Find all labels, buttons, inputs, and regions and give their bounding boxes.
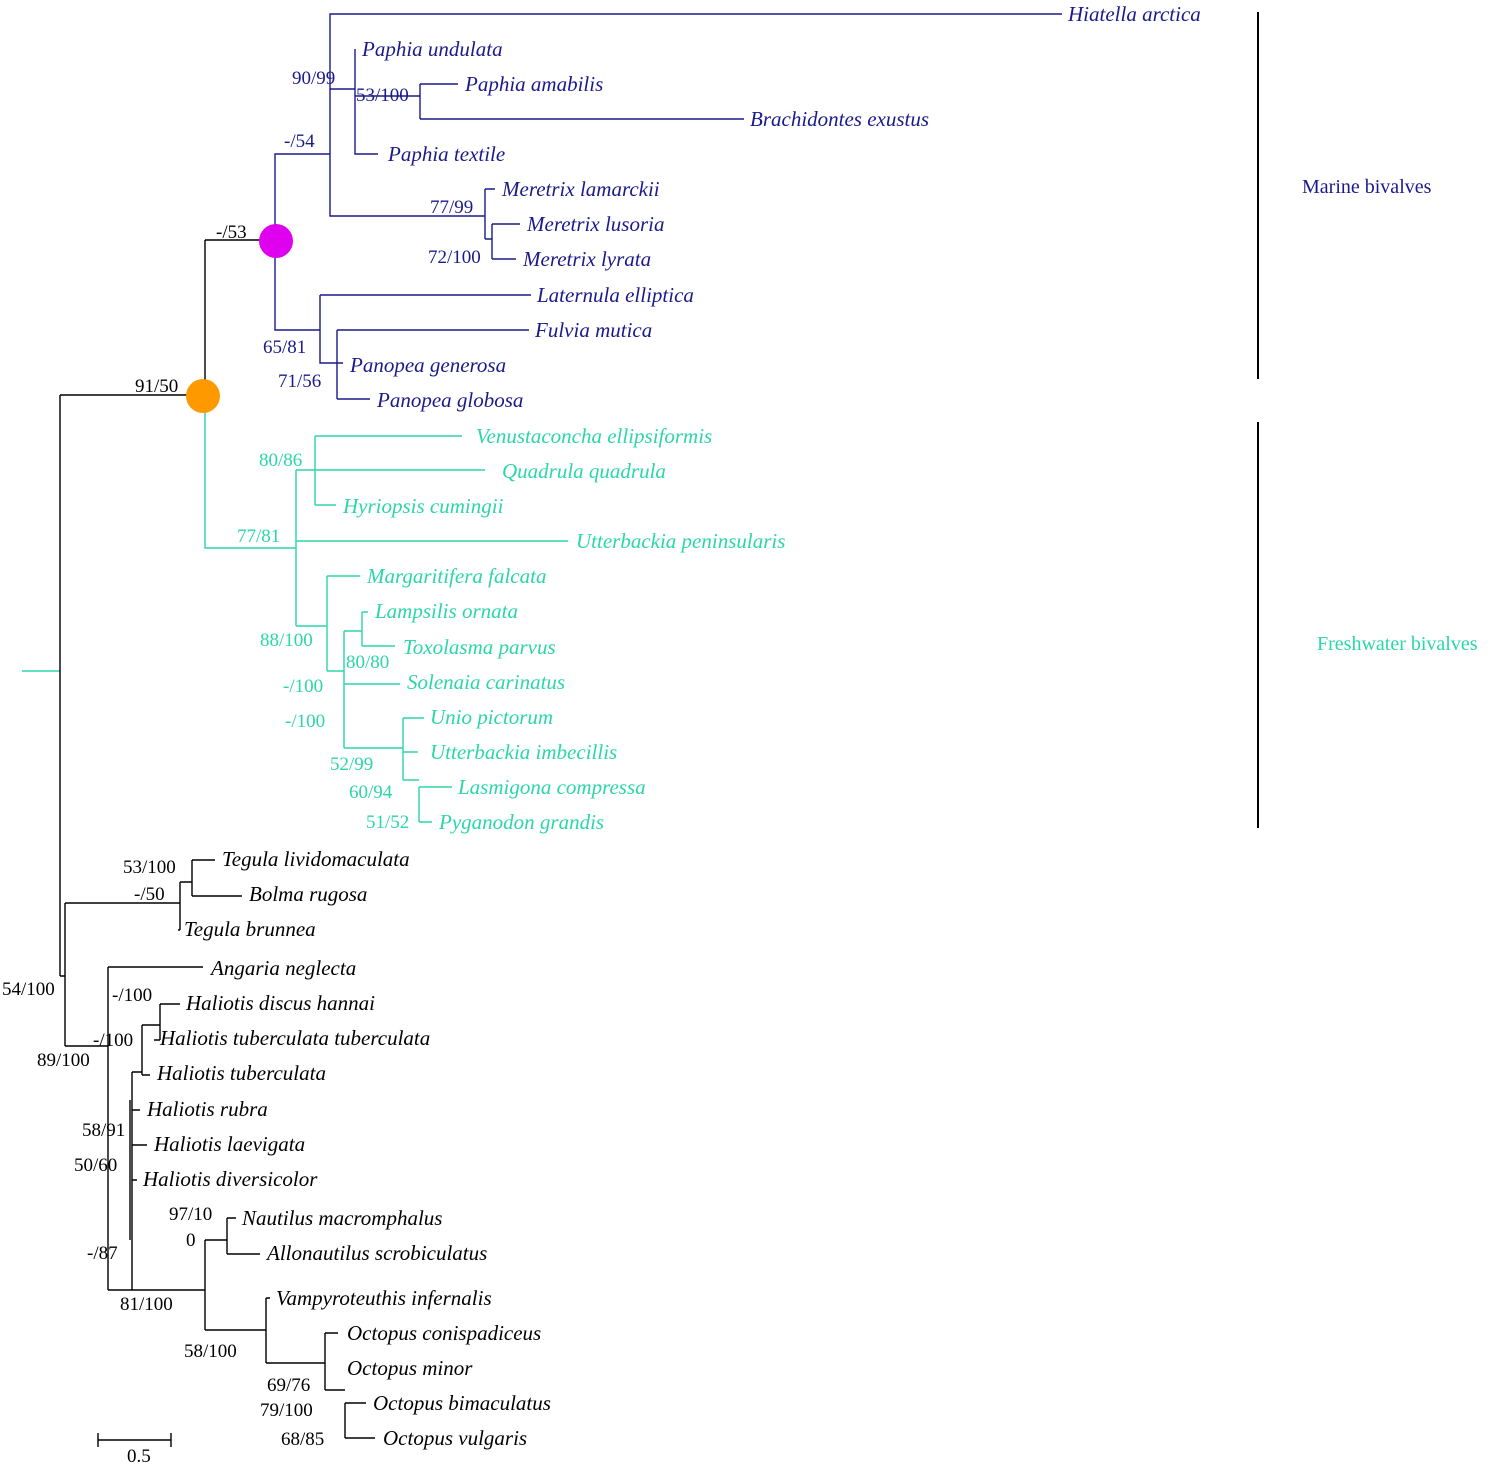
support-value: 60/94 [349, 782, 393, 803]
scale-bar-label: 0.5 [127, 1446, 151, 1466]
marine-clade-branches [274, 13, 1062, 400]
support-value: 89/100 [37, 1050, 90, 1071]
taxon-label: Haliotis rubra [146, 1097, 268, 1121]
support-value: 88/100 [260, 630, 313, 651]
taxon-label: Haliotis tuberculata tuberculata [159, 1026, 430, 1050]
taxon-label: Haliotis tuberculata [156, 1061, 326, 1085]
taxon-label: Haliotis discus hannai [185, 991, 375, 1015]
taxon-label: Octopus bimaculatus [373, 1391, 551, 1415]
taxon-label: Tegula lividomaculata [222, 847, 410, 871]
support-value: -/53 [216, 222, 247, 243]
support-value: 68/85 [281, 1429, 324, 1450]
support-value: 80/80 [346, 652, 389, 673]
taxon-label: Brachidontes exustus [750, 107, 929, 131]
taxon-labels: Hiatella arctica Paphia undulata Paphia … [142, 2, 1201, 1450]
support-value: 71/56 [278, 371, 321, 392]
support-value: 54/100 [2, 979, 55, 1000]
taxon-label: Vampyroteuthis infernalis [276, 1286, 492, 1310]
support-value: 80/86 [259, 450, 302, 471]
taxon-label: Angaria neglecta [209, 956, 356, 980]
support-value: 91/50 [135, 376, 178, 397]
bivalve-node-marker [186, 379, 220, 413]
taxon-label: Quadrula quadrula [502, 459, 666, 483]
taxon-label: Meretrix lamarckii [501, 177, 660, 201]
support-values: 90/99 53/100 -/54 77/99 72/100 -/53 65/8… [2, 68, 481, 1450]
support-value: 97/10 [169, 1204, 212, 1225]
taxon-label: Octopus minor [347, 1356, 473, 1380]
taxon-label: Solenaia carinatus [407, 670, 565, 694]
taxon-label: Hiatella arctica [1067, 2, 1201, 26]
taxon-label: Utterbackia peninsularis [576, 529, 785, 553]
support-value: 77/81 [237, 526, 280, 547]
support-value: 50/60 [74, 1155, 117, 1176]
taxon-label: Utterbackia imbecillis [430, 740, 617, 764]
scale-bar [97, 1433, 172, 1447]
taxon-label: Haliotis diversicolor [142, 1167, 318, 1191]
outgroup-branches [59, 239, 375, 1439]
support-value: 81/100 [120, 1294, 173, 1315]
taxon-label: Meretrix lyrata [522, 247, 651, 271]
support-value: 52/99 [330, 754, 373, 775]
support-value: 58/100 [184, 1341, 237, 1362]
taxon-label: Lasmigona compressa [457, 775, 646, 799]
support-value: 58/91 [82, 1120, 125, 1141]
taxon-label: Venustaconcha ellipsiformis [476, 424, 712, 448]
support-value: 79/100 [260, 1400, 313, 1421]
support-value: 77/99 [430, 197, 473, 218]
freshwater-clade-branches [22, 395, 568, 823]
support-value: -/100 [93, 1030, 133, 1051]
taxon-label: Lampsilis ornata [374, 599, 518, 623]
support-value: 51/52 [366, 812, 409, 833]
taxon-label: Paphia textile [387, 142, 505, 166]
taxon-label: Panopea globosa [376, 388, 523, 412]
taxon-label: Octopus vulgaris [383, 1426, 527, 1450]
support-value: 72/100 [428, 247, 481, 268]
support-value: -/100 [283, 676, 323, 697]
group-label-marine: Marine bivalves [1302, 176, 1432, 198]
support-value: -/100 [112, 985, 152, 1006]
taxon-label: Hyriopsis cumingii [342, 494, 504, 518]
support-value: 53/100 [123, 857, 176, 878]
taxon-label: Fulvia mutica [534, 318, 652, 342]
taxon-label: Paphia amabilis [464, 72, 603, 96]
taxon-label: Toxolasma parvus [403, 635, 556, 659]
taxon-label: Panopea generosa [349, 353, 506, 377]
taxon-label: Allonautilus scrobiculatus [265, 1241, 487, 1265]
taxon-label: Nautilus macromphalus [241, 1206, 442, 1230]
taxon-label: Pyganodon grandis [438, 810, 604, 834]
support-value: 69/76 [267, 1375, 310, 1396]
support-value: -/54 [284, 131, 315, 152]
support-value: -/100 [285, 711, 325, 732]
support-value: 65/81 [263, 337, 306, 358]
taxon-label: Laternula elliptica [536, 283, 694, 307]
group-label-freshwater: Freshwater bivalves [1317, 633, 1478, 655]
taxon-label: Paphia undulata [361, 37, 503, 61]
taxon-label: Meretrix lusoria [526, 212, 664, 236]
support-value: -/50 [134, 884, 165, 905]
taxon-label: Haliotis laevigata [153, 1132, 305, 1156]
support-value: -/87 [87, 1243, 118, 1264]
marine-node-marker [259, 224, 293, 258]
support-value: 53/100 [356, 85, 409, 106]
taxon-label: Unio pictorum [430, 705, 553, 729]
support-value: 90/99 [292, 68, 335, 89]
support-value: 0 [186, 1230, 196, 1251]
taxon-label: Tegula brunnea [184, 917, 316, 941]
taxon-label: Bolma rugosa [249, 882, 367, 906]
taxon-label: Octopus conispadiceus [347, 1321, 541, 1345]
taxon-label: Margaritifera falcata [366, 564, 546, 588]
